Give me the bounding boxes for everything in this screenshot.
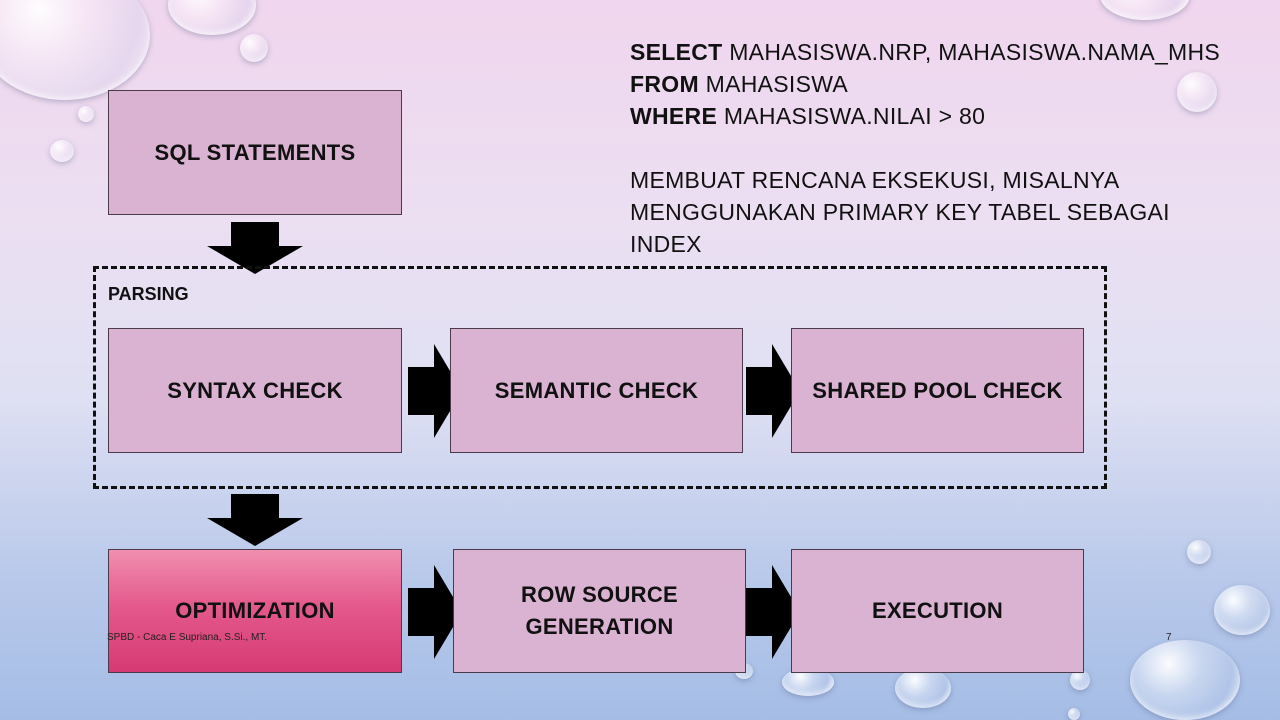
optimization-box: OPTIMIZATION	[108, 549, 402, 673]
right-arrow-icon	[408, 344, 462, 438]
down-arrow-icon	[207, 494, 303, 546]
execution-box: EXECUTION	[791, 549, 1084, 673]
water-drop-decoration	[1214, 585, 1270, 635]
water-drop-decoration	[1187, 540, 1211, 564]
water-drop-decoration	[1068, 708, 1080, 720]
execution-plan-note-line: MENGGUNAKAN PRIMARY KEY TABEL SEBAGAI	[630, 199, 1170, 225]
sql-query-text: SELECT MAHASISWA.NRP, MAHASISWA.NAMA_MHS…	[630, 36, 1230, 260]
sql-keyword: WHERE	[630, 103, 718, 129]
down-arrow-icon	[207, 222, 303, 274]
sql-line-where: WHERE MAHASISWA.NILAI > 80	[630, 100, 1230, 132]
water-drop-decoration	[168, 0, 256, 35]
water-drop-decoration	[240, 34, 268, 62]
water-drop-decoration	[50, 140, 74, 162]
sql-line-select: SELECT MAHASISWA.NRP, MAHASISWA.NAMA_MHS	[630, 36, 1230, 68]
sql-clause: MAHASISWA.NRP, MAHASISWA.NAMA_MHS	[722, 39, 1221, 65]
sql-line-from: FROM MAHASISWA	[630, 68, 1230, 100]
box-label: SQL STATEMENTS	[154, 139, 356, 165]
sql-keyword: FROM	[630, 71, 699, 97]
box-label: OPTIMIZATION	[175, 598, 335, 623]
sql-clause: MAHASISWA	[698, 71, 849, 97]
water-drop-decoration	[1130, 640, 1240, 720]
box-label: SEMANTIC CHECK	[494, 377, 699, 403]
right-arrow-icon	[746, 565, 800, 659]
box-label: EXECUTION	[871, 598, 1004, 623]
semantic-check-box: SEMANTIC CHECK	[450, 328, 743, 453]
parsing-group	[93, 266, 1107, 489]
footer-author: SPBD - Caca E Supriana, S.Si., MT.	[107, 632, 268, 643]
water-drop-decoration	[78, 106, 94, 122]
right-arrow-icon	[746, 344, 800, 438]
box-label-line: GENERATION	[525, 614, 674, 639]
water-drop-decoration	[895, 668, 951, 708]
water-drop-decoration	[0, 0, 150, 100]
box-label: SHARED POOL CHECK	[812, 377, 1063, 403]
syntax-check-box: SYNTAX CHECK	[108, 328, 402, 453]
sql-keyword: SELECT	[630, 39, 723, 65]
water-drop-decoration	[1100, 0, 1190, 20]
execution-plan-note-line: MEMBUAT RENCANA EKSEKUSI, MISALNYA	[630, 167, 1120, 193]
box-label: SYNTAX CHECK	[167, 377, 343, 403]
parsing-label: PARSING	[108, 284, 189, 304]
water-drop-decoration	[1177, 72, 1217, 112]
page-number: 7	[1166, 632, 1172, 643]
box-label-line: ROW SOURCE	[521, 582, 678, 607]
water-drop-decoration	[1070, 670, 1090, 690]
sql-clause: MAHASISWA.NILAI > 80	[717, 103, 986, 129]
right-arrow-icon	[408, 565, 462, 659]
row-source-generation-box: ROW SOURCE GENERATION	[453, 549, 746, 673]
sql-statements-box: SQL STATEMENTS	[108, 90, 402, 215]
execution-plan-note-line: INDEX	[630, 231, 702, 257]
shared-pool-check-box: SHARED POOL CHECK	[791, 328, 1084, 453]
